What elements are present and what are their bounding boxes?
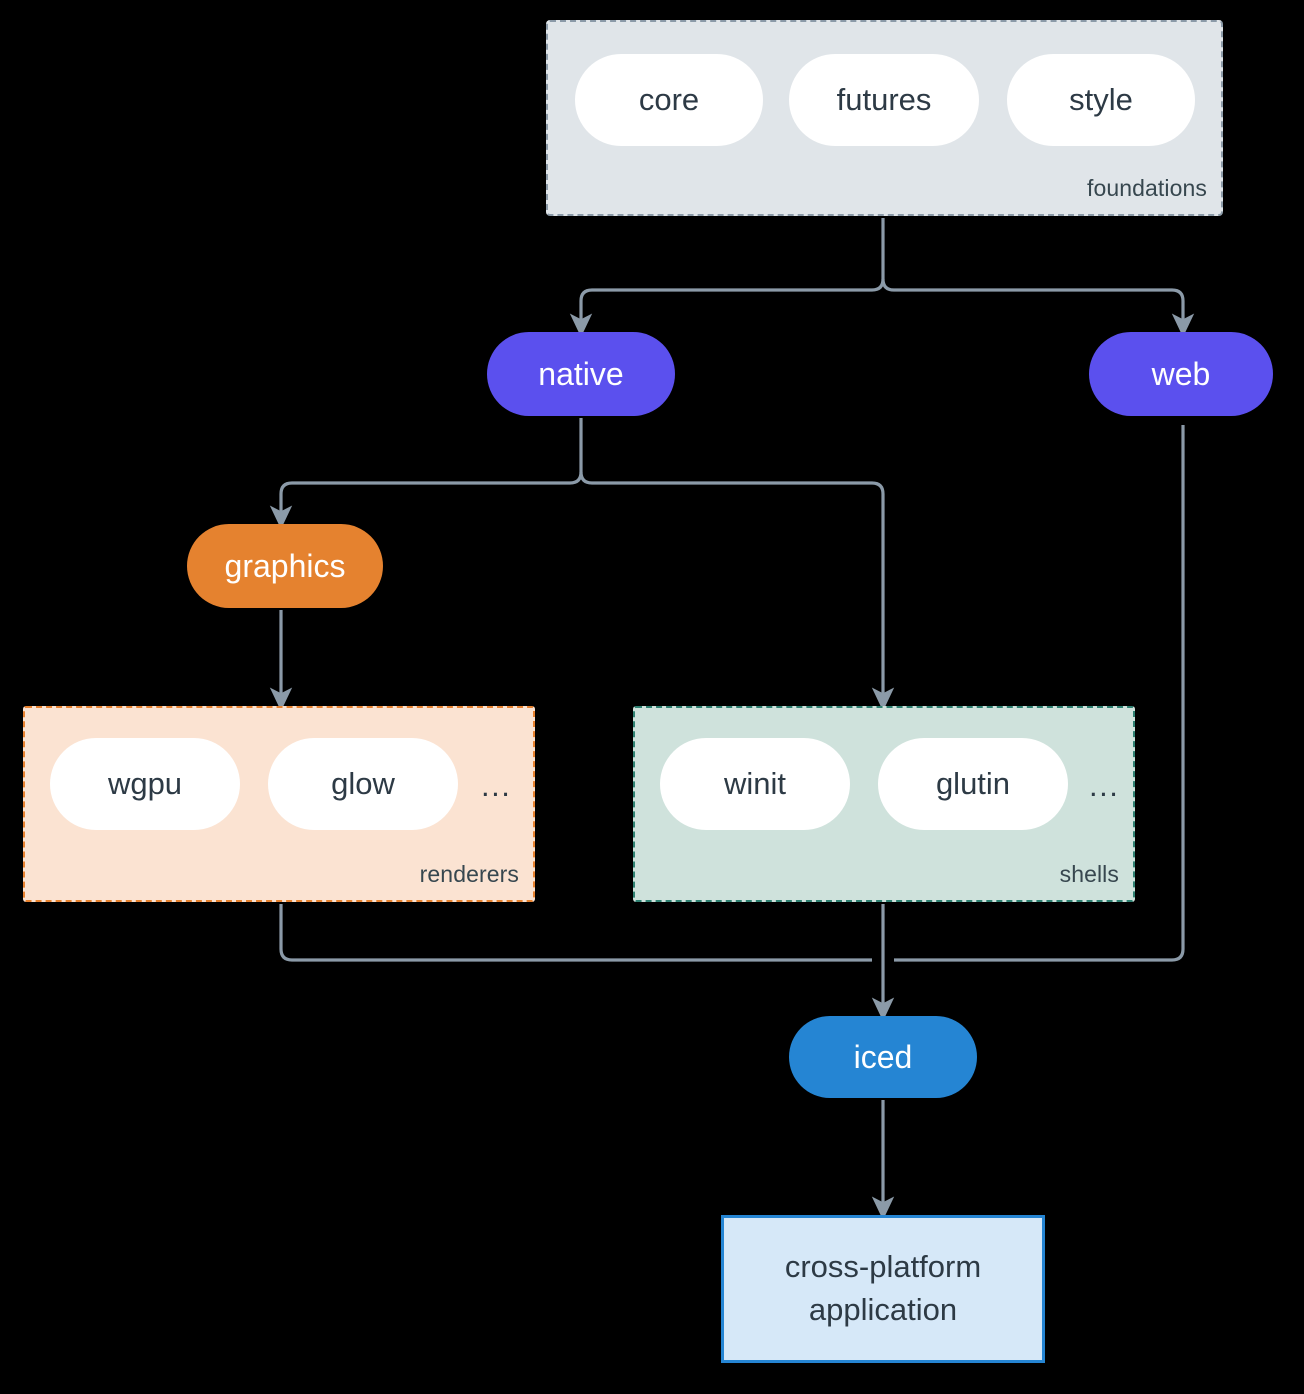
edge-foundations-web	[881, 278, 1195, 338]
node-iced[interactable]: iced	[789, 1016, 977, 1098]
edge-native-shells	[579, 471, 895, 712]
group-renderers-label: renderers	[419, 861, 519, 887]
edge-renderers-iced	[279, 904, 872, 962]
pill-glow[interactable]: glow	[268, 738, 458, 830]
node-graphics[interactable]: graphics	[187, 524, 383, 608]
node-graphics-label: graphics	[224, 547, 346, 584]
pill-wgpu[interactable]: wgpu	[50, 738, 240, 830]
pill-futures-label: futures	[836, 82, 932, 117]
node-iced-label: iced	[853, 1038, 913, 1075]
pill-wgpu-label: wgpu	[107, 766, 183, 801]
terminal-line-1: cross-platform	[784, 1249, 982, 1285]
node-native-label: native	[538, 355, 624, 392]
renderers-more-ellipsis: ...	[481, 768, 512, 803]
pill-futures[interactable]: futures	[789, 54, 979, 146]
node-web-label: web	[1151, 355, 1211, 392]
group-foundations-label: foundations	[1086, 175, 1207, 201]
pill-core-label: core	[638, 82, 700, 117]
pill-winit[interactable]: winit	[660, 738, 850, 830]
pill-style-label: style	[1069, 82, 1133, 117]
pill-glutin-label: glutin	[935, 766, 1011, 801]
edge-native-graphics	[269, 418, 583, 530]
pill-core[interactable]: core	[575, 54, 763, 146]
pill-glutin[interactable]: glutin	[878, 738, 1068, 830]
pill-style[interactable]: style	[1007, 54, 1195, 146]
node-native[interactable]: native	[487, 332, 675, 416]
pill-winit-label: winit	[723, 766, 786, 801]
group-shells-label: shells	[1059, 861, 1119, 887]
group-renderers: wgpu glow ... renderers	[23, 706, 535, 902]
shells-more-ellipsis: ...	[1089, 768, 1120, 803]
edge-foundations-native	[569, 218, 885, 338]
terminal-line-2: application	[808, 1292, 958, 1327]
node-web[interactable]: web	[1089, 332, 1273, 416]
pill-glow-label: glow	[331, 766, 395, 801]
group-foundations: core futures style foundations	[546, 20, 1223, 216]
group-shells: winit glutin ... shells	[633, 706, 1135, 902]
node-cross-platform-application[interactable]: cross-platform application	[721, 1215, 1045, 1363]
